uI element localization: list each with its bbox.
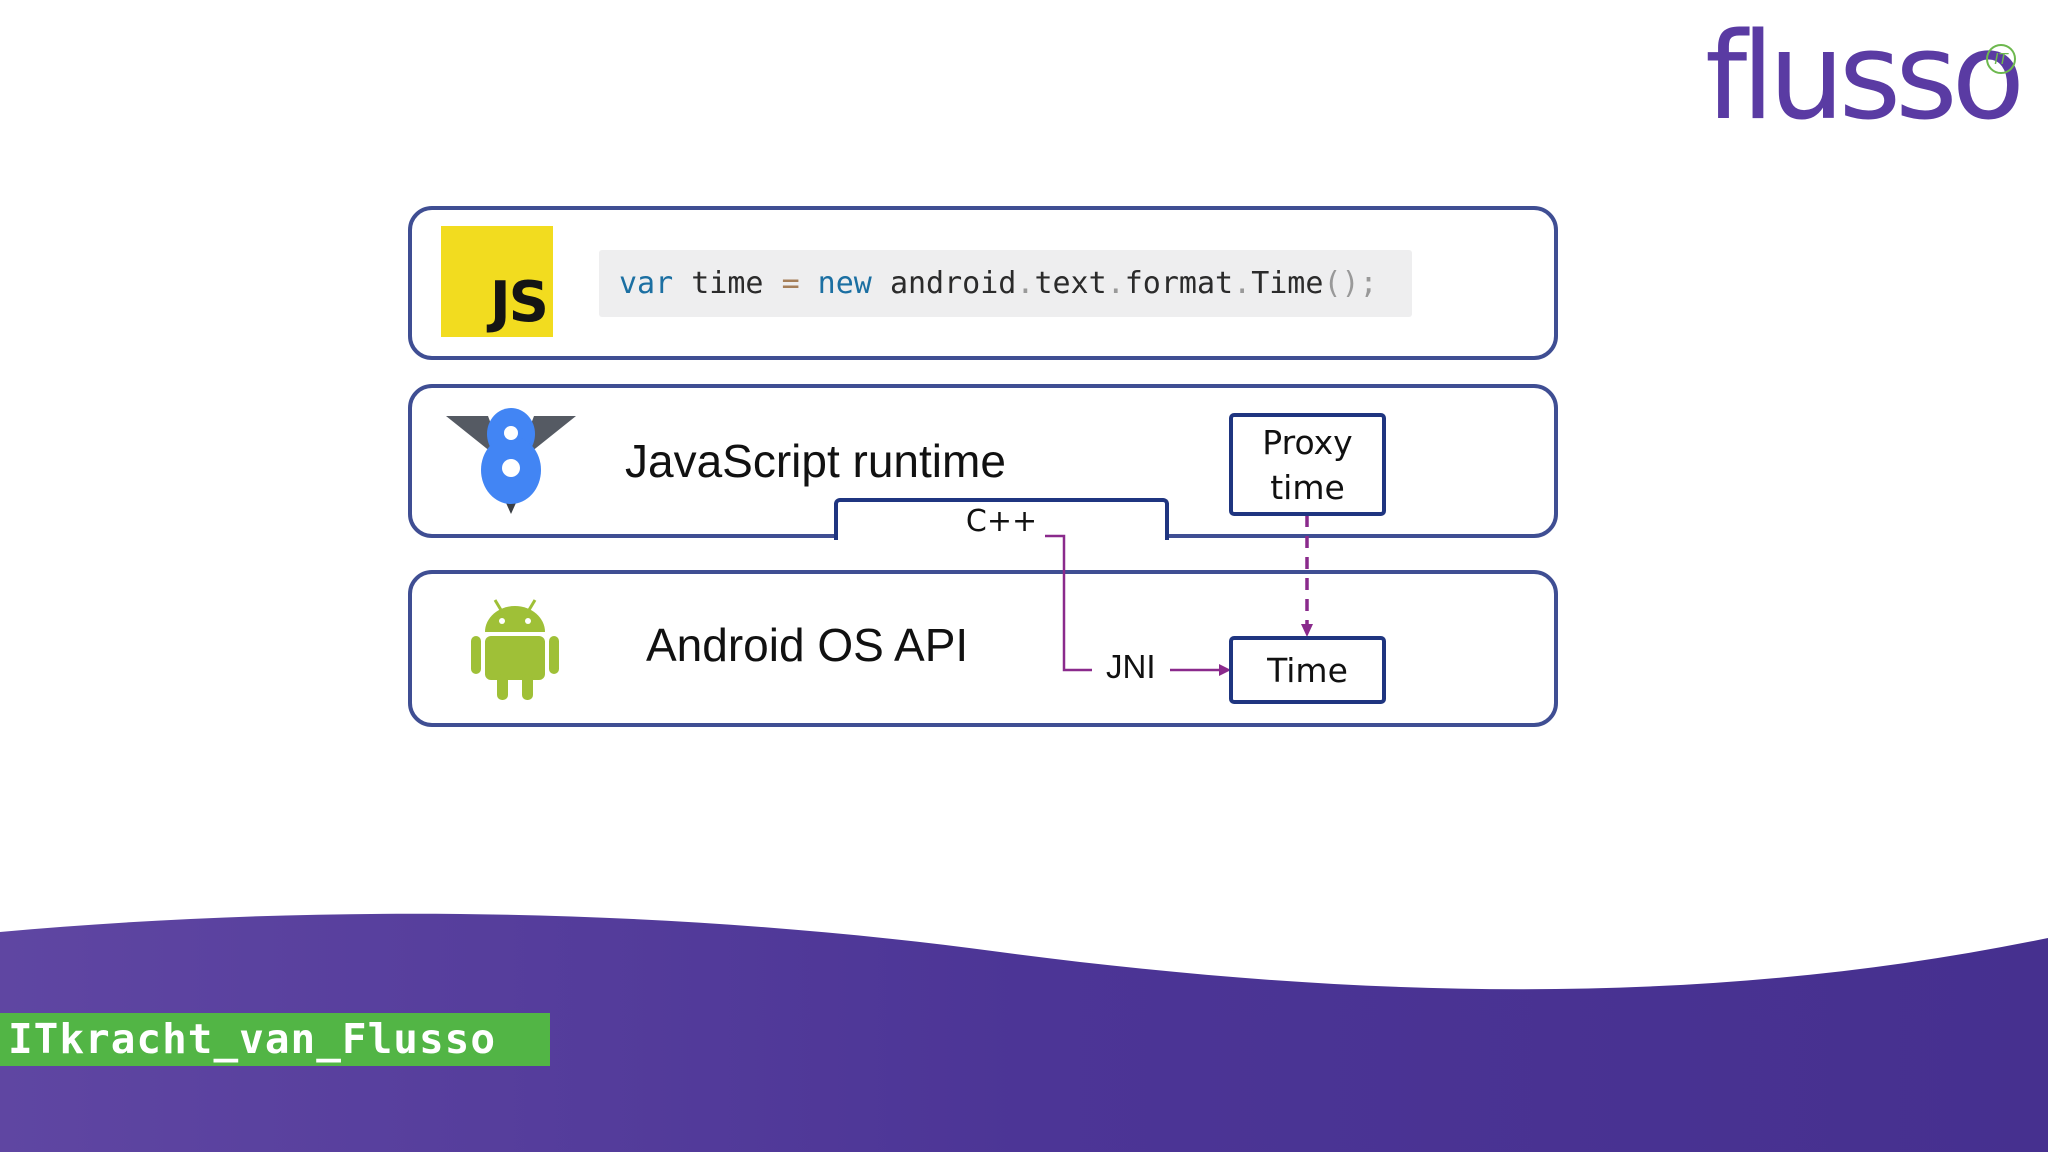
android-api-label: Android OS API	[646, 619, 969, 671]
v8-logo-icon	[446, 408, 576, 514]
hashtag-banner: ITkracht_van_Flusso	[0, 1013, 550, 1066]
cpp-to-jni-line	[1045, 534, 1092, 672]
jni-label: JNI	[1106, 648, 1156, 685]
js-logo-icon: JS	[441, 226, 553, 337]
brand-badge: IT	[1986, 44, 2016, 74]
time-label: Time	[1267, 650, 1348, 690]
cpp-tab: C++	[834, 498, 1169, 540]
runtime-label: JavaScript runtime	[625, 435, 1006, 487]
flusso-logo: flusso	[1705, 8, 2025, 147]
proxy-label-2: time	[1270, 467, 1345, 507]
cpp-label: C++	[965, 504, 1038, 539]
time-node: Time	[1229, 636, 1386, 704]
proxy-label-1: Proxy	[1262, 422, 1353, 462]
proxy-time-node: Proxy time	[1229, 413, 1386, 516]
code-snippet: var time = new android.text.format.Time(…	[599, 250, 1412, 317]
android-logo-icon	[471, 599, 559, 700]
